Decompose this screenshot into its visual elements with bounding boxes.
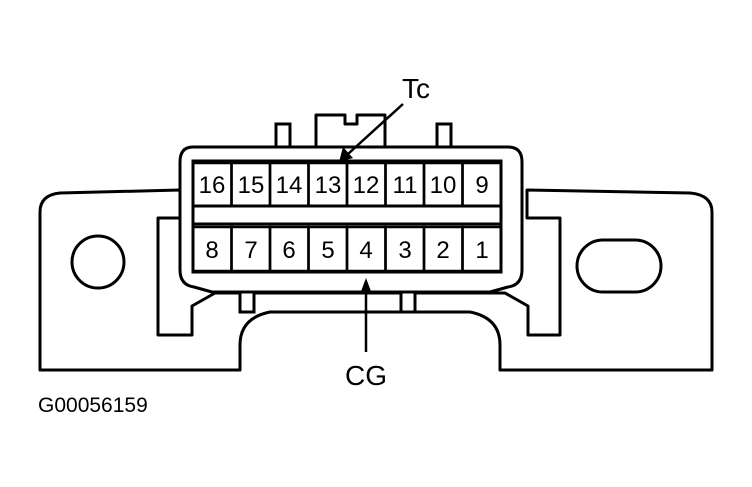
right-bottom-tab	[399, 290, 417, 314]
pin-number: 1	[475, 237, 488, 264]
pin-number: 5	[321, 237, 334, 264]
tc-label: Tc	[402, 73, 430, 104]
pin-15: 15	[230, 161, 272, 208]
pin-number: 14	[276, 172, 303, 199]
mounting-bracket	[38, 188, 714, 372]
cg-label: CG	[345, 360, 387, 391]
pin-number: 15	[238, 172, 265, 199]
left-bottom-tab	[238, 290, 256, 314]
pin-14: 14	[268, 161, 310, 208]
pin-number: 7	[244, 237, 257, 264]
pin-number: 4	[359, 237, 372, 264]
pin-number: 12	[353, 172, 380, 199]
tc-leader-line	[347, 103, 404, 155]
pin-number: 8	[205, 237, 218, 264]
row-divider	[191, 204, 503, 226]
pin-number: 13	[315, 172, 342, 199]
connector-latch	[314, 113, 387, 148]
right-mounting-slot	[575, 238, 663, 294]
bottom-pin-row: 8 7 6 5 4 3 2 1	[191, 225, 503, 273]
tc-callout: Tc	[339, 73, 430, 162]
tc-arrowhead	[339, 147, 353, 162]
top-pin-row: 16 15 14 13 12 11 10 9	[191, 161, 503, 208]
cg-arrowhead	[360, 278, 372, 294]
pin-number: 3	[398, 237, 411, 264]
left-mounting-hole	[70, 234, 126, 290]
pin-number: 16	[199, 172, 226, 199]
pin-9: 9	[461, 161, 503, 208]
pin-number: 10	[430, 172, 457, 199]
pin-number: 11	[393, 172, 418, 199]
pin-1: 1	[461, 225, 503, 273]
pin-number: 6	[282, 237, 295, 264]
cg-callout: CG	[345, 278, 387, 391]
pin-number: 9	[475, 172, 488, 199]
figure-id: G00056159	[38, 394, 148, 417]
pin-13: 13	[307, 161, 349, 208]
pin-number: 2	[436, 237, 449, 264]
